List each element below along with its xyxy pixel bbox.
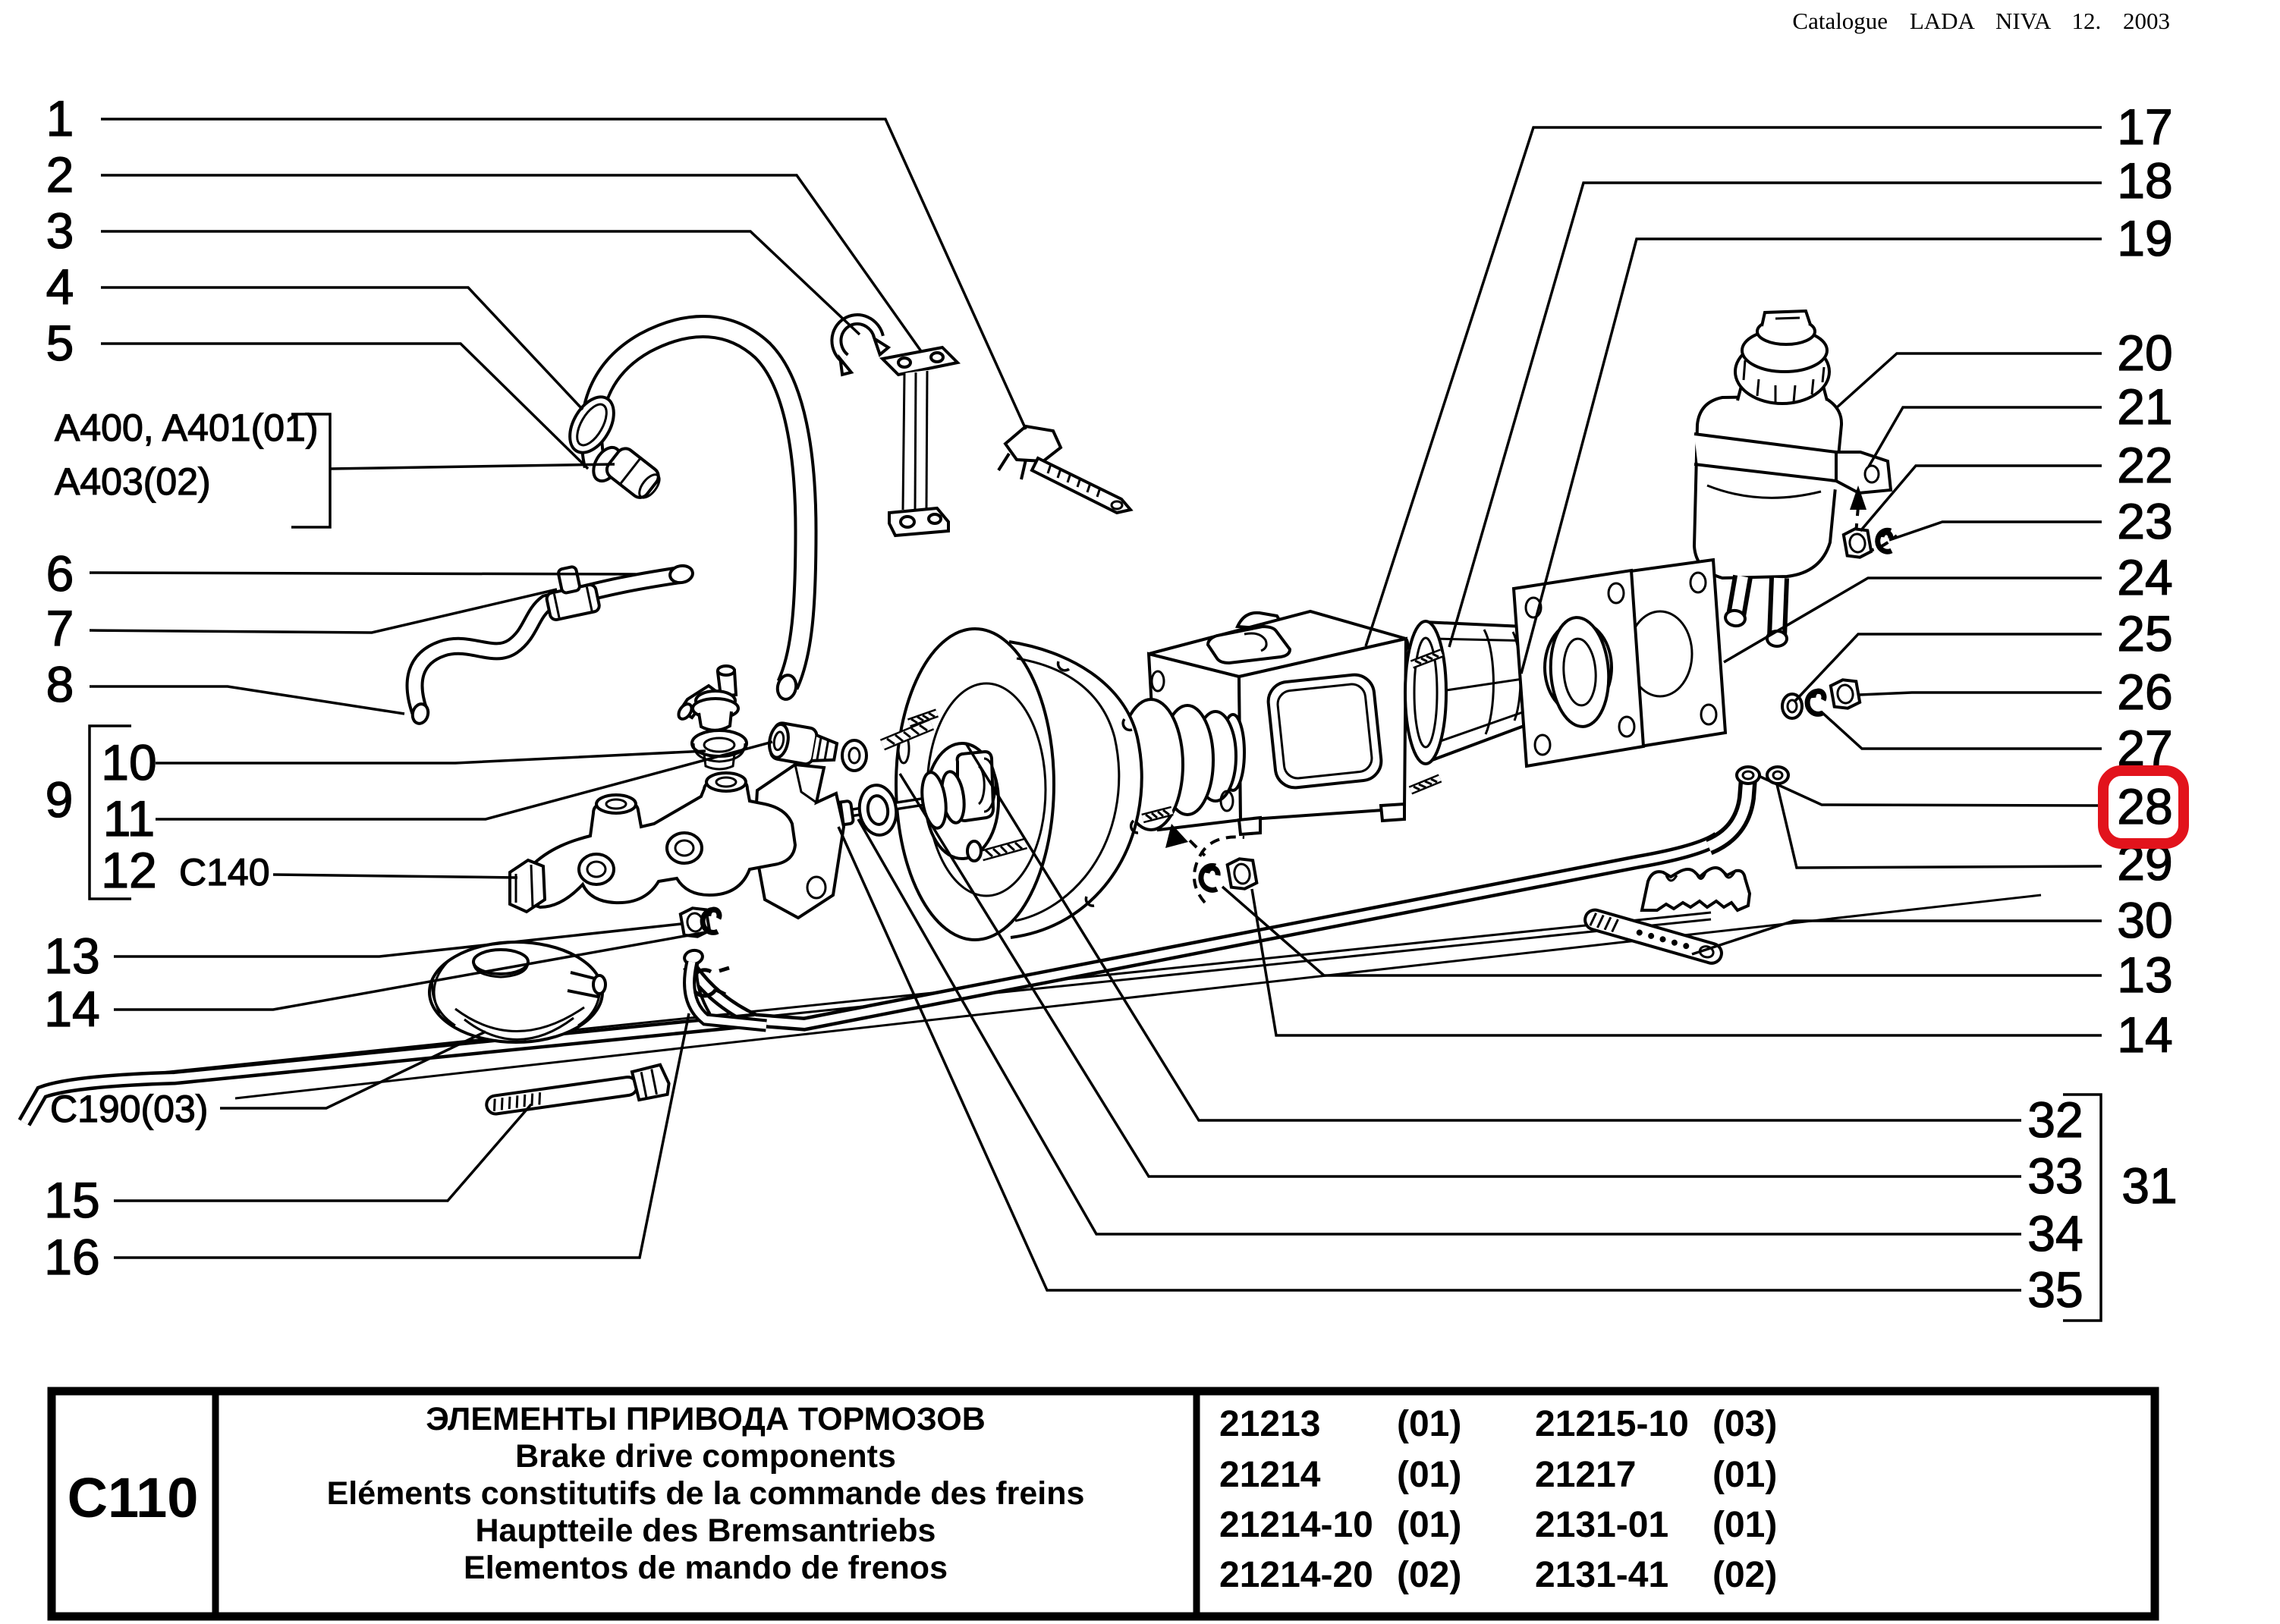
svg-text:30: 30	[2117, 892, 2172, 948]
svg-text:Eléments constitutifs de la co: Eléments constitutifs de la commande des…	[327, 1475, 1085, 1512]
svg-text:23: 23	[2117, 493, 2172, 549]
svg-text:21214: 21214	[1219, 1455, 1321, 1495]
svg-text:8: 8	[46, 656, 74, 712]
svg-text:26: 26	[2117, 664, 2172, 720]
svg-text:Brake drive components: Brake drive components	[515, 1438, 896, 1475]
svg-text:(02): (02)	[1397, 1555, 1461, 1595]
svg-text:Hauptteile des Bremsantriebs: Hauptteile des Bremsantriebs	[476, 1512, 936, 1549]
svg-text:1: 1	[46, 90, 74, 146]
svg-text:9: 9	[46, 771, 74, 828]
svg-text:21213: 21213	[1219, 1404, 1320, 1444]
svg-text:35: 35	[2027, 1261, 2083, 1318]
svg-text:20: 20	[2117, 325, 2172, 381]
svg-text:C190(03): C190(03)	[50, 1088, 208, 1130]
svg-text:(01): (01)	[1712, 1505, 1777, 1545]
svg-text:6: 6	[46, 545, 74, 602]
svg-text:13: 13	[2117, 947, 2172, 1003]
svg-text:(01): (01)	[1397, 1505, 1461, 1545]
svg-text:22: 22	[2117, 437, 2172, 493]
svg-text:13: 13	[44, 928, 99, 984]
svg-text:Elementos de mando de frenos: Elementos de mando de frenos	[464, 1550, 948, 1586]
svg-text:C140: C140	[179, 851, 270, 894]
svg-text:14: 14	[2117, 1007, 2172, 1063]
svg-text:Catalogue LADA NIVA 12. 2003: Catalogue LADA NIVA 12. 2003	[1792, 8, 2170, 34]
svg-text:11: 11	[103, 790, 156, 847]
svg-text:12: 12	[101, 842, 156, 898]
svg-text:ЭЛЕМЕНТЫ ПРИВОДА ТОРМОЗОВ: ЭЛЕМЕНТЫ ПРИВОДА ТОРМОЗОВ	[426, 1401, 986, 1437]
svg-text:A400, A401(01): A400, A401(01)	[55, 407, 319, 449]
svg-text:(01): (01)	[1397, 1455, 1461, 1495]
svg-text:4: 4	[46, 259, 74, 315]
svg-text:24: 24	[2117, 549, 2172, 605]
svg-text:(03): (03)	[1712, 1404, 1777, 1444]
svg-text:19: 19	[2117, 210, 2172, 266]
svg-text:2131-01: 2131-01	[1535, 1505, 1668, 1545]
svg-text:21217: 21217	[1535, 1455, 1636, 1495]
svg-text:2: 2	[46, 146, 74, 203]
svg-text:25: 25	[2117, 605, 2172, 661]
svg-text:C110: C110	[68, 1466, 199, 1529]
svg-text:33: 33	[2027, 1148, 2083, 1204]
svg-text:2131-41: 2131-41	[1535, 1555, 1668, 1595]
svg-text:32: 32	[2027, 1092, 2083, 1148]
svg-text:15: 15	[44, 1172, 99, 1228]
svg-text:A403(02): A403(02)	[55, 460, 211, 503]
svg-text:21: 21	[2117, 379, 2172, 435]
svg-text:31: 31	[2121, 1158, 2177, 1214]
svg-text:34: 34	[2027, 1205, 2083, 1261]
svg-text:14: 14	[44, 981, 99, 1037]
svg-text:5: 5	[46, 315, 74, 371]
svg-text:17: 17	[2117, 99, 2172, 155]
svg-text:21214-10: 21214-10	[1219, 1505, 1373, 1545]
svg-text:21214-20: 21214-20	[1219, 1555, 1373, 1595]
svg-text:10: 10	[101, 734, 156, 790]
svg-text:(01): (01)	[1397, 1404, 1461, 1444]
svg-text:16: 16	[44, 1229, 99, 1285]
svg-text:(02): (02)	[1712, 1555, 1777, 1595]
svg-text:(01): (01)	[1712, 1455, 1777, 1495]
svg-text:21215-10: 21215-10	[1535, 1404, 1689, 1444]
svg-text:7: 7	[46, 600, 74, 656]
svg-text:28: 28	[2117, 778, 2172, 834]
svg-text:3: 3	[46, 203, 74, 259]
svg-text:18: 18	[2117, 152, 2172, 209]
